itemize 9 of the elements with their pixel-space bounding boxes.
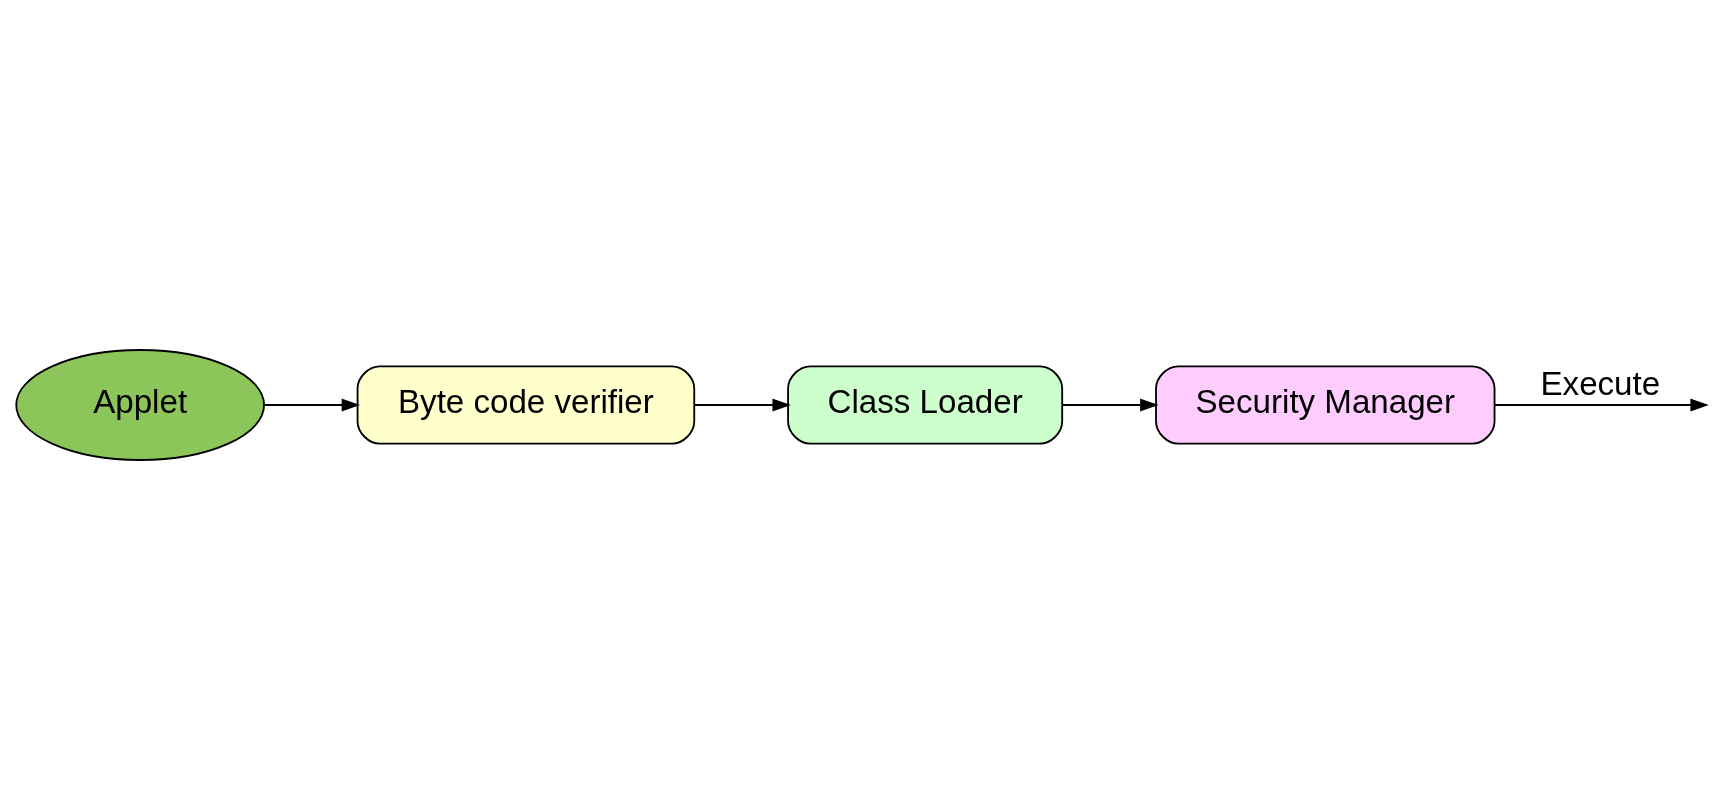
node-box: Security Manager [1155, 364, 1496, 445]
node-box: Byte code verifier [356, 364, 696, 445]
edge-label: Execute [1540, 364, 1661, 402]
arrow [263, 398, 361, 411]
arrow [1494, 398, 1709, 411]
arrow [1061, 398, 1159, 411]
arrow [693, 398, 791, 411]
node-box: Class Loader [787, 364, 1064, 445]
node-ellipse: Applet [15, 348, 265, 461]
